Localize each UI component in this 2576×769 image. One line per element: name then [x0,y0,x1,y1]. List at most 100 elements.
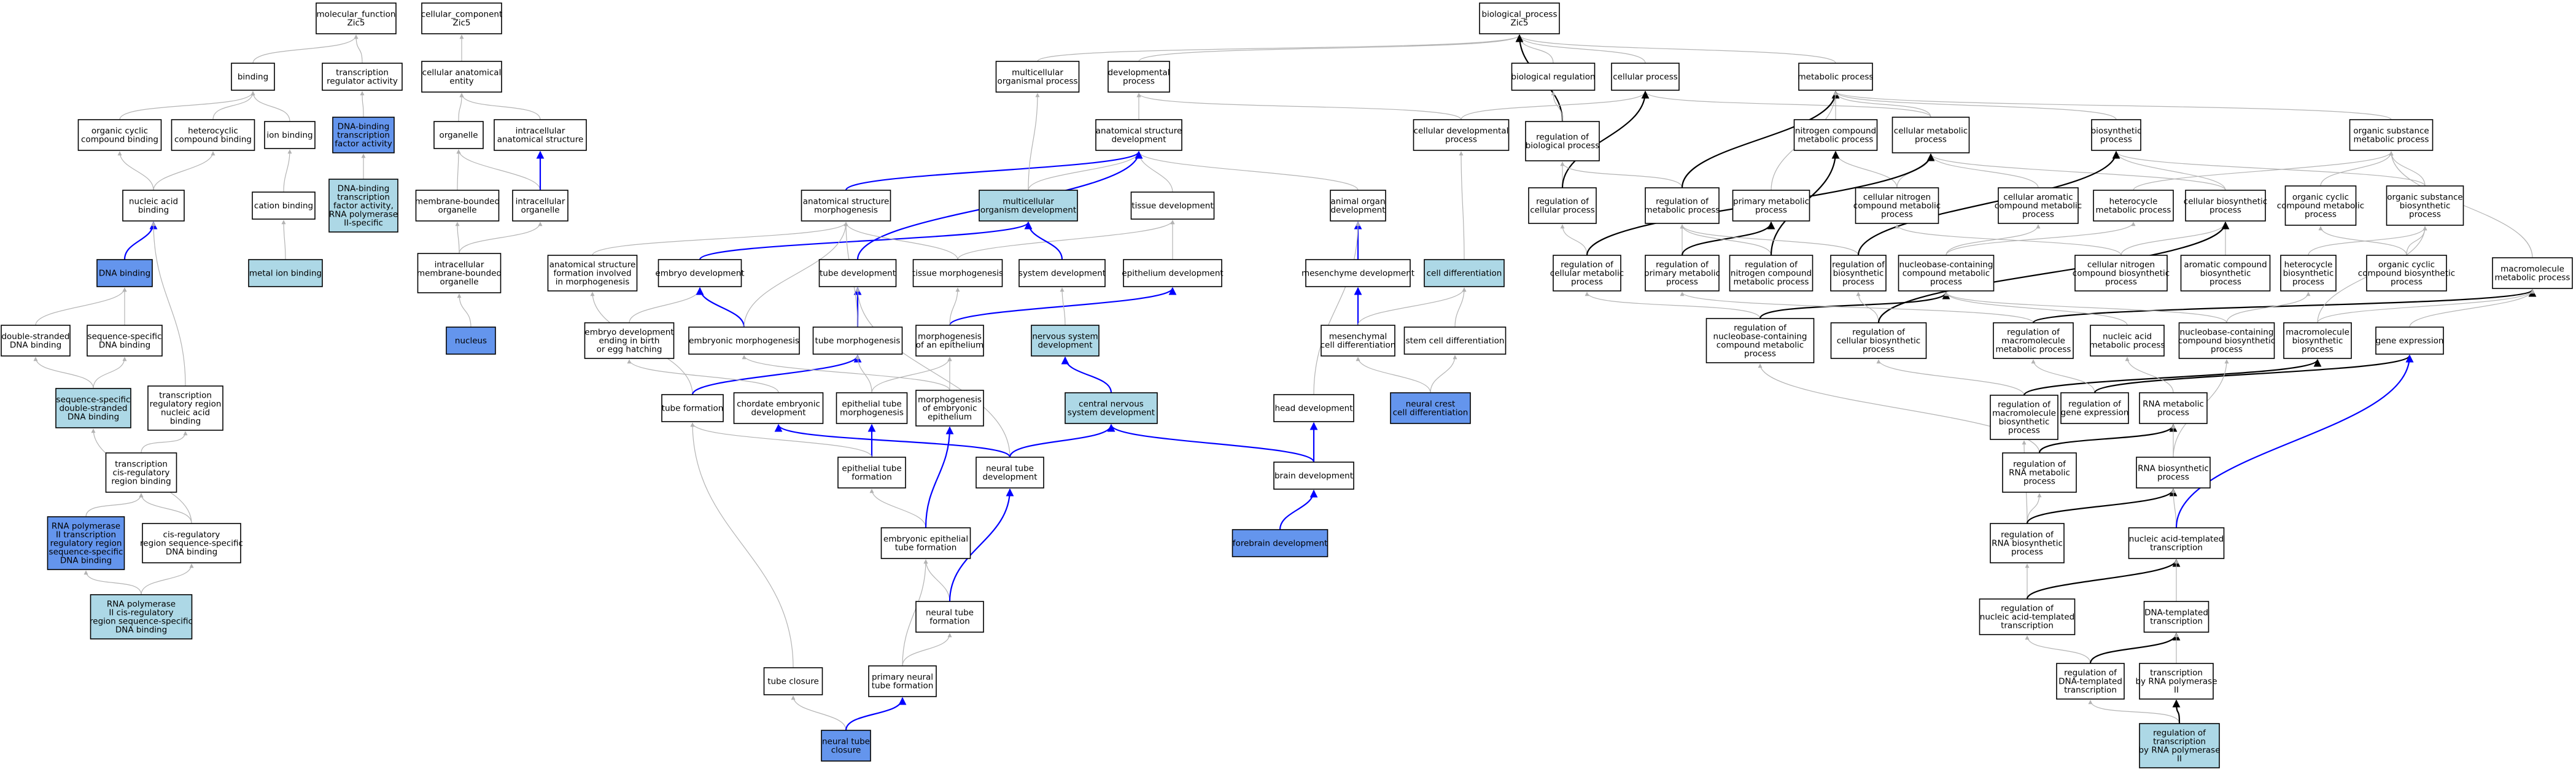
node-forebrain[interactable]: forebrain development [1232,529,1329,557]
node-tube_closure[interactable]: tube closure [763,667,823,695]
node-brain_dev[interactable]: brain development [1273,462,1354,490]
node-nucleus[interactable]: nucleus [446,327,496,355]
node-cation[interactable]: cation binding [252,191,316,220]
node-sys_dev[interactable]: system development [1018,259,1106,287]
node-ion_bind[interactable]: ion binding [264,121,316,149]
node-met_proc[interactable]: metabolic process [1798,63,1874,91]
node-epi_dev[interactable]: epithelium development [1122,259,1224,287]
node-metal[interactable]: metal ion binding [248,259,323,287]
node-cell_diff[interactable]: cell differentiation [1424,259,1505,287]
node-cell_proc[interactable]: cellular process [1611,63,1680,91]
node-binding[interactable]: binding [231,63,275,91]
node-reg_macro_bio[interactable]: regulation ofmacromoleculebiosyntheticpr… [1990,395,2058,440]
node-tissue_morph[interactable]: tissue morphogenesis [912,259,1003,287]
node-tissue_dev[interactable]: tissue development [1130,191,1215,220]
node-tube_morph[interactable]: tube morphogenesis [812,327,903,355]
node-tube_form[interactable]: tube formation [661,394,724,422]
node-stem_diff[interactable]: stem cell differentiation [1403,327,1507,355]
node-reg_nuc_met[interactable]: regulation ofnucleobase-containingcompou… [1705,318,1815,363]
node-organelle[interactable]: organelle [433,121,484,149]
node-emb_morph[interactable]: embryonic morphogenesis [688,327,800,355]
node-embryo_dev[interactable]: embryo development [655,259,745,287]
node-bio_reg[interactable]: biological regulation [1511,63,1596,91]
node-gene_exp[interactable]: gene expression [2375,327,2444,355]
